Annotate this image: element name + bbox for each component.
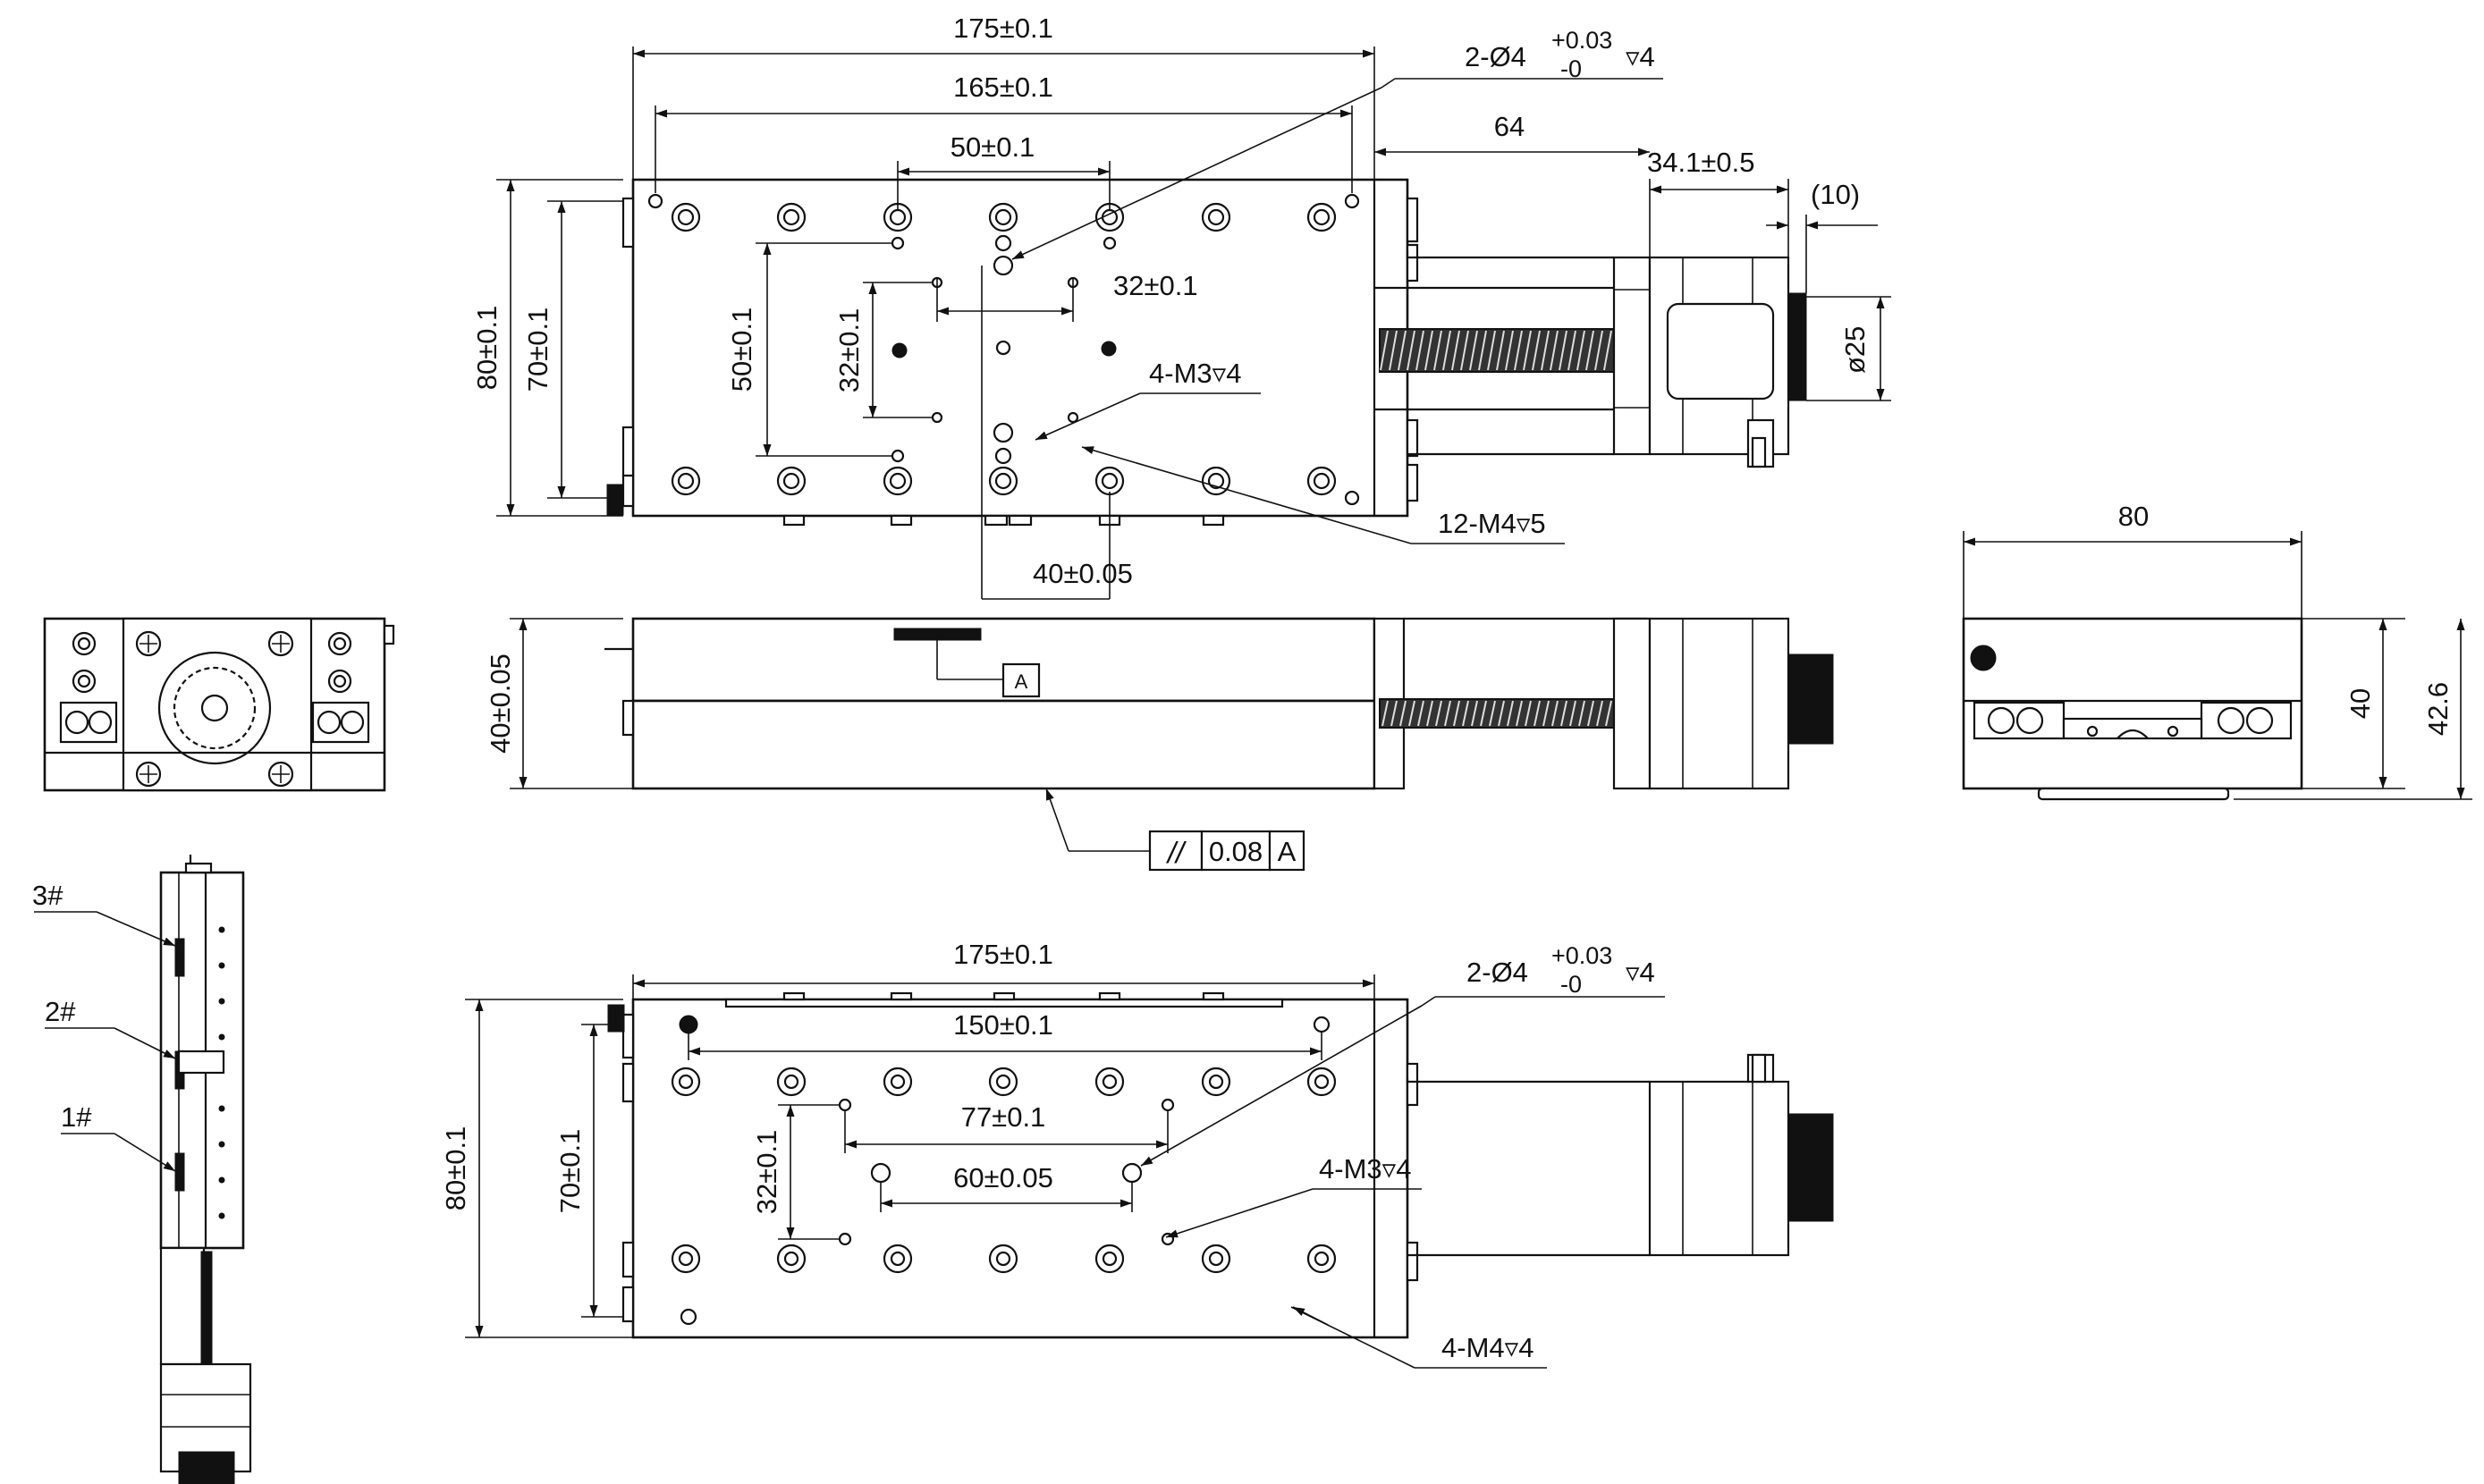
dim-60: 60±0.05 [953, 1162, 1053, 1193]
dim-phi25: ø25 [1839, 326, 1871, 374]
dim-70-bottom: 70±0.1 [554, 1129, 586, 1214]
dim-10: (10) [1811, 179, 1860, 210]
motor-front [1648, 617, 1790, 790]
side-label-2: 2# [45, 996, 76, 1027]
tol-value: 0.08 [1209, 836, 1263, 867]
counterbored-hole-row-bottom [671, 466, 1337, 496]
note-m4-top: 12-M4▿5 [1438, 508, 1546, 539]
motor-connector-bottom [1787, 1113, 1834, 1222]
datum-a-label: A [1015, 670, 1028, 693]
dim-64: 64 [1494, 111, 1525, 142]
stage-body-top [631, 178, 1409, 518]
dim-40-top: 40±0.05 [1033, 558, 1133, 589]
dim-165: 165±0.1 [953, 72, 1053, 103]
counterbored-hole-row-bottom-view-1 [671, 1067, 1337, 1097]
note-pin-tol-minus-top: -0 [1560, 55, 1582, 82]
motor-connector-front [1787, 653, 1834, 745]
dim-77: 77±0.1 [961, 1101, 1046, 1133]
dim-34-1: 34.1±0.5 [1647, 147, 1754, 178]
tol-datum: A [1278, 836, 1297, 867]
motor-bottom [1648, 1080, 1790, 1257]
front-view: A 40±0.05 // [485, 617, 1834, 872]
dim-40-right: 40 [2345, 688, 2376, 719]
counterbored-hole-row-bottom-view-2 [671, 1244, 1337, 1274]
motor-flange-circle [157, 651, 272, 765]
note-pin-tol-plus-top: +0.03 [1551, 27, 1612, 54]
dim-50-top: 50±0.1 [951, 131, 1035, 163]
note-m3-bottom: 4-M3▿4 [1319, 1153, 1411, 1185]
right-end-view: 80 40 42.6 [1962, 501, 2472, 801]
dim-80-right: 80 [2118, 501, 2149, 532]
note-pin-main-top: 2-Ø4 [1465, 41, 1526, 72]
dim-40-front: 40±0.05 [485, 653, 516, 754]
dim-70-top: 70±0.1 [522, 308, 553, 392]
dim-175-bottom: 175±0.1 [953, 939, 1053, 970]
dim-32-bottom: 32±0.1 [751, 1130, 782, 1215]
bottom-view: 175±0.1 150±0.1 77±0.1 60±0.05 80±0.1 70… [440, 939, 1834, 1369]
dim-80-bottom: 80±0.1 [440, 1126, 471, 1211]
note-m4-bottom: 4-M4▿4 [1441, 1332, 1533, 1363]
stage-body-bottom [631, 998, 1409, 1339]
side-label-1: 1# [61, 1101, 92, 1133]
note-pin-depth-top: ▿4 [1626, 41, 1655, 72]
end-plate [1612, 256, 1652, 456]
dim-175-top: 175±0.1 [953, 13, 1053, 44]
dim-80-top: 80±0.1 [471, 306, 503, 391]
motor-connector [1787, 292, 1807, 401]
note-pin-main-bottom: 2-Ø4 [1466, 957, 1528, 988]
note-pin-depth-bottom: ▿4 [1626, 957, 1655, 988]
dim-32-v: 32±0.1 [833, 308, 865, 393]
dim-42-6: 42.6 [2422, 682, 2454, 736]
limit-switch-block [606, 484, 624, 516]
base-front [631, 699, 1376, 790]
limit-switch-block-bottom [607, 1004, 625, 1033]
left-end-view [43, 617, 395, 792]
tol-symbol: // [1166, 836, 1187, 869]
note-pin-tol-plus-bottom: +0.03 [1551, 942, 1612, 969]
dim-50-v: 50±0.1 [726, 308, 757, 392]
right-end-knob [1970, 645, 1997, 671]
note-pin-tol-minus-bottom: -0 [1560, 971, 1582, 998]
dim-32-h: 32±0.1 [1113, 270, 1198, 301]
datum-a-bar [893, 628, 982, 641]
side-label-3: 3# [32, 880, 63, 911]
side-view: 3# 2# 1# [32, 855, 252, 1484]
bottom-tabs [782, 514, 1225, 527]
top-view: 175±0.1 165±0.1 50±0.1 64 34.1±0.5 (10) … [471, 13, 1891, 600]
note-m3-top: 4-M3▿4 [1149, 358, 1241, 389]
side-connector [178, 1451, 235, 1484]
dim-150: 150±0.1 [953, 1009, 1053, 1041]
